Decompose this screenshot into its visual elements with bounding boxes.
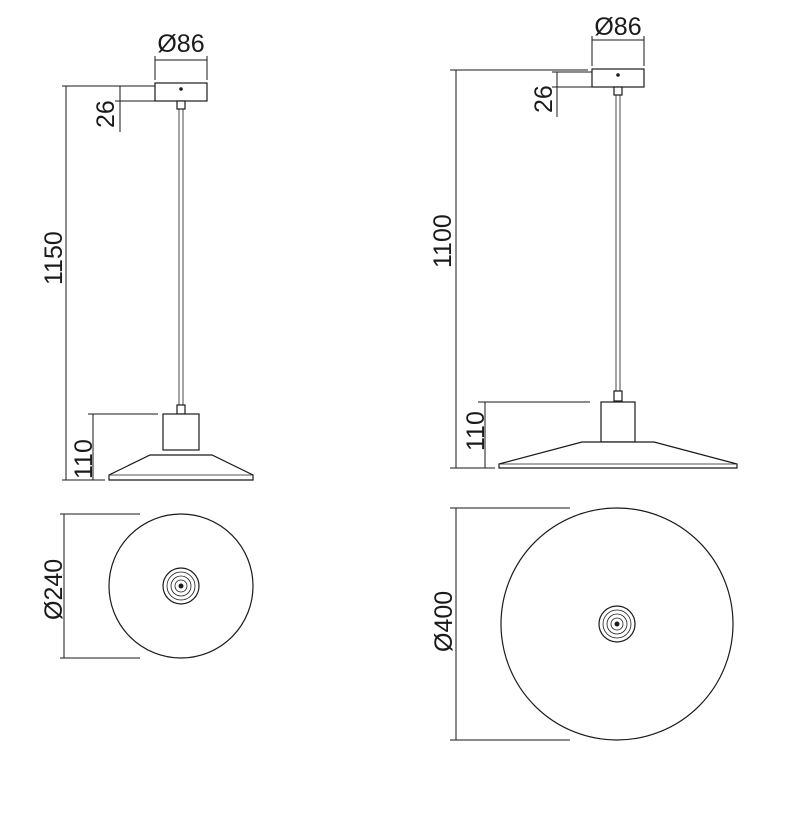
left-cable-gripper	[176, 404, 186, 415]
left-lamp-plan-view: Ø240	[40, 513, 254, 659]
left-shade-height-label: 110	[70, 439, 98, 479]
right-lamp-side-view: Ø86 26 1100 110	[429, 13, 738, 469]
right-canopy-diameter-label: Ø86	[594, 13, 641, 41]
left-shade	[108, 454, 254, 481]
left-canopy-screw	[179, 87, 183, 91]
left-shade-neck	[162, 413, 200, 451]
left-lamp-side-view: Ø86 26 1150 110	[40, 30, 254, 481]
left-shade-height-dimension: 110	[70, 413, 158, 480]
right-shade-height-label: 110	[462, 411, 490, 451]
left-total-height-dimension: 1150	[40, 85, 150, 481]
right-total-height-label: 1100	[429, 214, 457, 268]
right-shade-neck	[600, 401, 636, 443]
left-canopy-diameter-dimension: Ø86	[154, 30, 208, 80]
right-canopy-height-label: 26	[530, 85, 558, 113]
right-lamp-plan-view: Ø400	[430, 507, 734, 741]
left-canopy-height-dimension: 26	[92, 85, 155, 132]
left-canopy-diameter-label: Ø86	[157, 30, 204, 58]
left-canopy-height-label: 26	[92, 100, 120, 128]
right-shade-height-dimension: 110	[462, 401, 590, 468]
left-canopy	[154, 82, 208, 102]
right-total-height-dimension: 1100	[429, 69, 588, 469]
right-canopy-screw	[616, 73, 620, 77]
right-canopy-height-dimension: 26	[530, 71, 592, 117]
right-canopy	[591, 68, 645, 88]
left-shade-diameter-dimension: Ø240	[40, 513, 140, 659]
right-shade-diameter-dimension: Ø400	[430, 507, 570, 741]
right-shade-diameter-label: Ø400	[430, 591, 458, 652]
right-cable-clamp	[613, 86, 623, 96]
right-cable-gripper	[613, 390, 623, 402]
left-shade-diameter-label: Ø240	[40, 559, 68, 620]
left-total-height-label: 1150	[40, 231, 68, 285]
left-cable-clamp	[176, 100, 186, 110]
right-canopy-diameter-dimension: Ø86	[591, 13, 645, 66]
